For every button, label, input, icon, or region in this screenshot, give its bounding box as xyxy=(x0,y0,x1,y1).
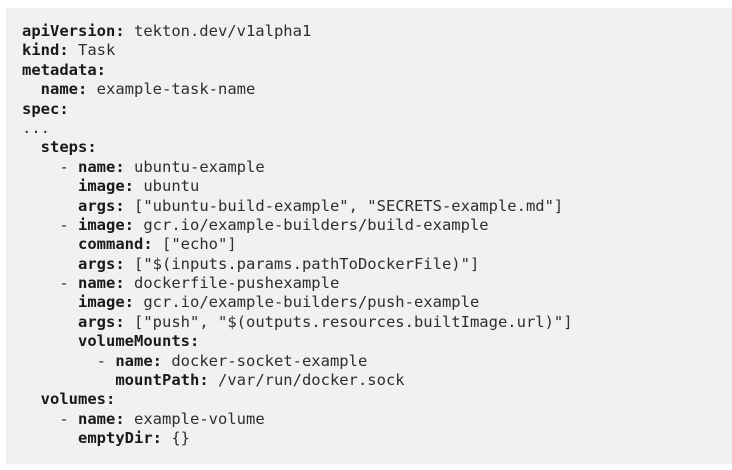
code-line: metadata: xyxy=(22,61,716,80)
yaml-text-token: - xyxy=(22,274,78,293)
code-line: ... xyxy=(22,119,716,138)
yaml-key-token: args: xyxy=(78,254,125,273)
yaml-text-token xyxy=(22,371,115,389)
yaml-text-token xyxy=(22,429,78,447)
code-line: - name: ubuntu-example xyxy=(22,158,716,177)
yaml-text-token: Task xyxy=(68,41,116,60)
code-line: - name: docker-socket-example xyxy=(22,352,716,371)
yaml-text-token: ["$(inputs.params.pathToDockerFile)"] xyxy=(124,254,480,273)
code-line: name: example-task-name xyxy=(22,80,716,99)
yaml-key-token: image: xyxy=(78,293,134,312)
yaml-key-token: metadata: xyxy=(22,60,106,79)
code-line: - name: dockerfile-pushexample xyxy=(22,274,716,293)
yaml-text-token: example-task-name xyxy=(87,80,256,99)
yaml-text-token: gcr.io/example-builders/build-example xyxy=(134,215,489,234)
yaml-text-token xyxy=(22,197,78,215)
yaml-text-token xyxy=(22,177,78,195)
yaml-text-token xyxy=(22,235,78,253)
code-line: volumes: xyxy=(22,390,716,409)
yaml-key-token: kind: xyxy=(22,41,69,60)
yaml-text-token xyxy=(22,313,78,331)
code-line: image: gcr.io/example-builders/push-exam… xyxy=(22,293,716,312)
yaml-text-token: - xyxy=(22,351,116,370)
yaml-key-token: command: xyxy=(78,235,153,254)
yaml-key-token: name: xyxy=(78,157,125,176)
code-line: - name: example-volume xyxy=(22,410,716,429)
yaml-key-token: name: xyxy=(78,409,125,428)
yaml-key-token: name: xyxy=(78,274,125,293)
code-line: args: ["ubuntu-build-example", "SECRETS-… xyxy=(22,197,716,216)
yaml-text-token: - xyxy=(22,409,78,428)
yaml-key-token: args: xyxy=(78,312,125,331)
yaml-text-token: ubuntu-example xyxy=(124,157,265,176)
code-line: args: ["$(inputs.params.pathToDockerFile… xyxy=(22,255,716,274)
yaml-text-token: ... xyxy=(22,118,50,137)
yaml-text-token xyxy=(22,255,78,273)
yaml-text-token: ["ubuntu-build-example", "SECRETS-exampl… xyxy=(124,196,564,215)
yaml-key-token: steps: xyxy=(40,138,97,157)
yaml-text-token xyxy=(22,293,78,311)
yaml-text-token: dockerfile-pushexample xyxy=(124,274,340,293)
yaml-text-token: - xyxy=(22,215,78,234)
yaml-key-token: name: xyxy=(115,351,162,370)
yaml-key-token: emptyDir: xyxy=(78,429,162,448)
code-line: volumeMounts: xyxy=(22,332,716,351)
yaml-key-token: args: xyxy=(78,196,125,215)
yaml-key-token: volumes: xyxy=(40,390,116,409)
yaml-text-token: docker-socket-example xyxy=(162,351,368,370)
yaml-key-token: volumeMounts: xyxy=(78,332,200,351)
code-line: - image: gcr.io/example-builders/build-e… xyxy=(22,216,716,235)
yaml-text-token: /var/run/docker.sock xyxy=(208,371,405,390)
yaml-text-token: {} xyxy=(162,429,190,448)
code-line: steps: xyxy=(22,138,716,157)
yaml-text-token: ubuntu xyxy=(134,177,200,196)
yaml-key-token: image: xyxy=(78,215,134,234)
code-line: spec: xyxy=(22,100,716,119)
code-line: kind: Task xyxy=(22,41,716,60)
yaml-text-token: ["push", "$(outputs.resources.builtImage… xyxy=(124,312,573,331)
yaml-text-token xyxy=(22,332,78,350)
yaml-key-token: mountPath: xyxy=(115,371,209,390)
code-line: command: ["echo"] xyxy=(22,235,716,254)
yaml-key-token: spec: xyxy=(22,99,69,118)
code-line: mountPath: /var/run/docker.sock xyxy=(22,371,716,390)
yaml-text-token xyxy=(22,138,41,156)
yaml-text-token: ["echo"] xyxy=(152,235,237,254)
yaml-text-token: - xyxy=(22,157,78,176)
code-line: emptyDir: {} xyxy=(22,429,716,448)
code-line: apiVersion: tekton.dev/v1alpha1 xyxy=(22,22,716,41)
yaml-text-token xyxy=(22,80,41,98)
yaml-text-token xyxy=(22,390,41,408)
yaml-key-token: apiVersion: xyxy=(22,22,125,40)
yaml-text-token: gcr.io/example-builders/push-example xyxy=(134,293,480,312)
yaml-text-token: tekton.dev/v1alpha1 xyxy=(124,22,312,40)
code-line: args: ["push", "$(outputs.resources.buil… xyxy=(22,313,716,332)
yaml-key-token: name: xyxy=(40,80,88,99)
yaml-key-token: image: xyxy=(78,177,134,196)
code-line: image: ubuntu xyxy=(22,177,716,196)
yaml-text-token: example-volume xyxy=(124,409,265,428)
